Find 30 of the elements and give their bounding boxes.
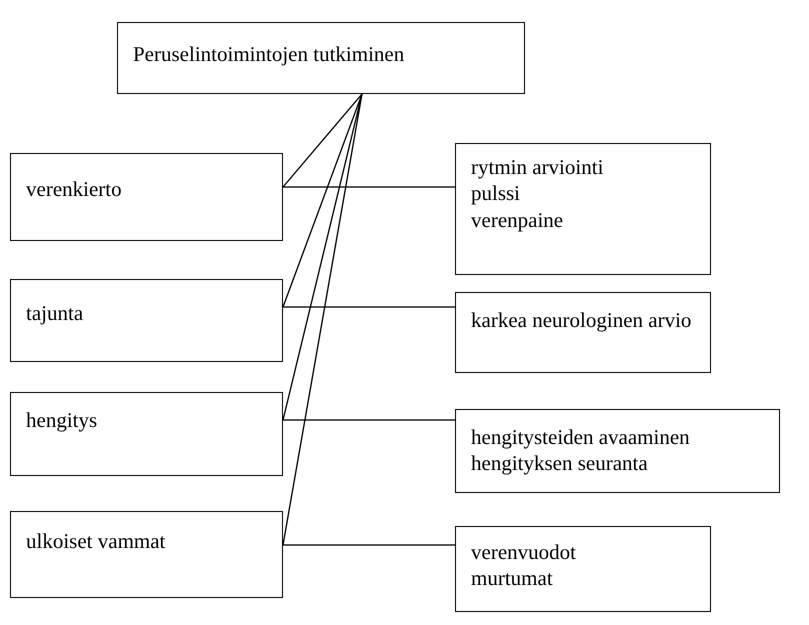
box-text: verenvuodot [471, 539, 577, 566]
text-box [10, 392, 283, 476]
connector-line [282, 94, 363, 420]
text-box [455, 143, 711, 275]
connector-line [282, 94, 363, 546]
connector-line [283, 419, 455, 421]
text-box [117, 22, 525, 94]
text-box [455, 292, 711, 373]
connector-line [283, 306, 455, 308]
text-box [455, 526, 711, 612]
connector-line [283, 544, 455, 546]
text-box [10, 511, 283, 598]
connector-line [282, 94, 363, 308]
box-text: verenkierto [26, 176, 123, 202]
box-text: Peruselintoimintojen tutkiminen [133, 41, 406, 68]
text-box [455, 409, 780, 493]
text-box [10, 153, 283, 241]
box-text: karkea neurologinen arvio [471, 307, 692, 334]
connector-line [283, 186, 455, 188]
box-text: verenpaine [471, 206, 564, 233]
box-text: ulkoiset vammat [26, 528, 166, 554]
box-text: tajunta [26, 300, 84, 326]
box-text: rytmin arviointi [471, 154, 604, 180]
box-text: murtumat [471, 565, 554, 592]
box-text: hengityksen seuranta [471, 450, 649, 476]
text-box [10, 279, 283, 362]
box-text: hengitysteiden avaaminen [471, 424, 691, 450]
box-text: pulssi [471, 180, 522, 206]
box-text: hengitys [26, 407, 98, 434]
connector-line [282, 94, 362, 188]
